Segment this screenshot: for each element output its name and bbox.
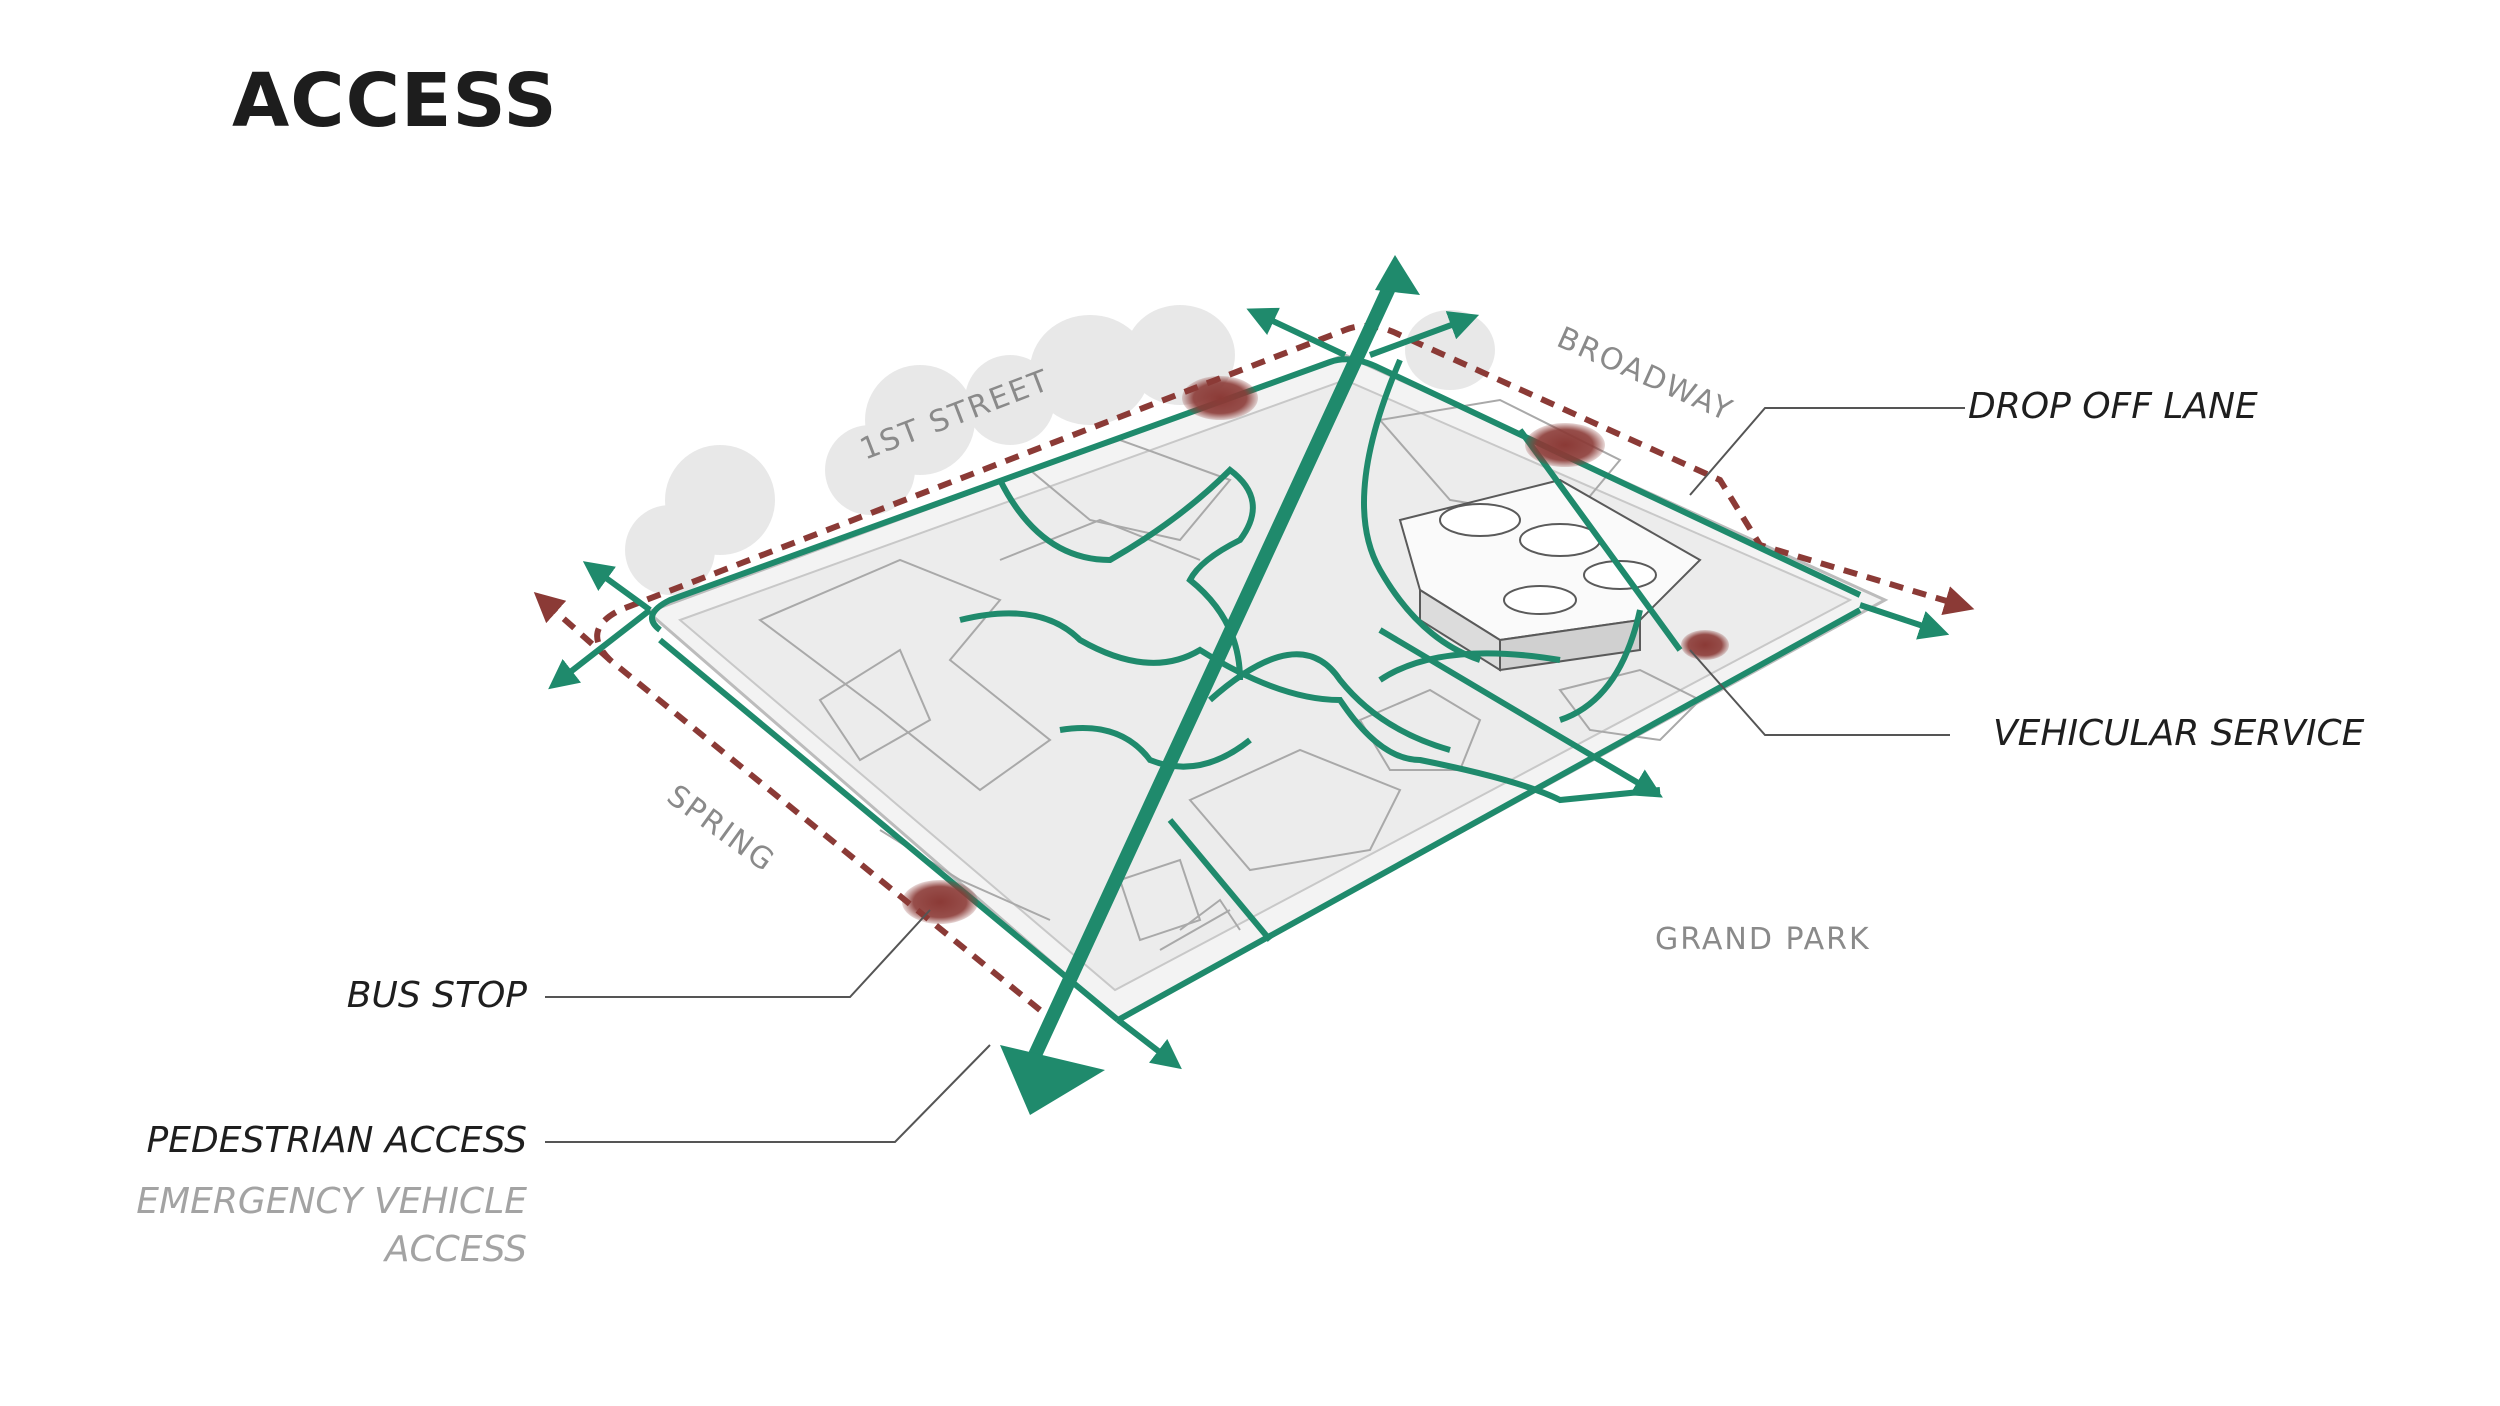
background-trees <box>625 305 1495 595</box>
page-title: ACCESS <box>232 58 558 144</box>
drop-off-stop-1st <box>1182 376 1258 420</box>
street-label-broadway: BROADWAY <box>1552 320 1739 429</box>
pedestrian-network <box>649 356 1862 1023</box>
label-bus-stop: BUS STOP <box>346 975 527 1016</box>
bus-stop-marker <box>902 880 978 924</box>
emergency-label-line1: EMERGENCY VEHICLE <box>136 1181 527 1222</box>
drop-off-stop-broadway <box>1525 423 1605 467</box>
street-label-spring: SPRING <box>660 778 781 880</box>
label-emergency-vehicle-access: EMERGENCY VEHICLE ACCESS <box>136 1178 527 1274</box>
label-vehicular-service: VEHICULAR SERVICE <box>1993 713 2365 754</box>
main-pedestrian-axis <box>1000 255 1420 1115</box>
street-label-grand-park: GRAND PARK <box>1655 922 1871 957</box>
corner-access-arrows <box>548 307 1950 1070</box>
building <box>1398 478 1702 672</box>
emergency-label-line2: ACCESS <box>384 1229 527 1270</box>
leader-lines <box>545 407 1965 1143</box>
vehicular-service-stop <box>1681 630 1729 660</box>
label-drop-off-lane: DROP OFF LANE <box>1968 386 2258 427</box>
label-pedestrian-access: PEDESTRIAN ACCESS <box>146 1120 527 1161</box>
emergency-vehicle-route <box>533 323 1975 1013</box>
